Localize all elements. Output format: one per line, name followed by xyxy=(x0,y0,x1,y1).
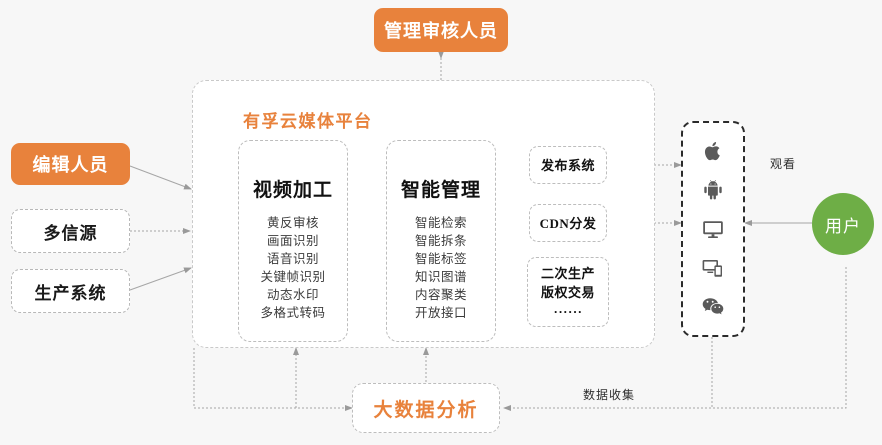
actor-editor-label: 编辑人员 xyxy=(32,155,109,175)
bigdata-analysis-box[interactable]: 大数据分析 xyxy=(352,383,500,433)
actor-reviewer-label: 管理审核人员 xyxy=(384,21,498,41)
panel-item: 智能拆条 xyxy=(414,233,467,248)
panel-video-processing[interactable]: 视频加工 黄反审核 画面识别 语音识别 关键帧识别 动态水印 多格式转码 xyxy=(238,140,348,342)
device-panel xyxy=(681,121,745,337)
actor-reviewer[interactable]: 管理审核人员 xyxy=(374,8,508,52)
actor-editor[interactable]: 编辑人员 xyxy=(11,143,130,185)
edge-label-data-collection: 数据收集 xyxy=(583,388,636,402)
panel-item: 画面识别 xyxy=(266,233,319,248)
panel-item: 黄反审核 xyxy=(266,215,319,230)
panel-item: 语音识别 xyxy=(266,251,319,266)
panel-item: 开放接口 xyxy=(414,305,467,320)
output-box-line: 二次生产 xyxy=(540,265,595,281)
source-box-production-system-label: 生产系统 xyxy=(34,283,107,303)
apple-icon[interactable] xyxy=(700,138,726,164)
panel-intelligent-management[interactable]: 智能管理 智能检索 智能拆条 智能标签 知识图谱 内容聚类 开放接口 xyxy=(386,140,496,342)
output-box-line: CDN分发 xyxy=(539,215,597,231)
output-box-line: ······ xyxy=(553,303,583,319)
user-node-label: 用户 xyxy=(825,216,861,236)
source-box-multi-feed-label: 多信源 xyxy=(43,223,98,243)
panel-intelligent-management-title: 智能管理 xyxy=(400,179,481,201)
desktop-monitor-icon[interactable] xyxy=(700,216,726,242)
panel-item: 关键帧识别 xyxy=(260,269,326,284)
output-box-line: 发布系统 xyxy=(540,157,595,173)
bigdata-analysis-label: 大数据分析 xyxy=(373,399,479,421)
panel-item: 智能标签 xyxy=(414,251,467,266)
source-box-production-system[interactable]: 生产系统 xyxy=(11,269,130,313)
panel-item: 多格式转码 xyxy=(260,305,326,320)
output-box-publishing-system[interactable]: 发布系统 xyxy=(529,146,607,184)
user-node[interactable]: 用户 xyxy=(812,193,874,255)
panel-item: 知识图谱 xyxy=(414,269,467,284)
wechat-icon[interactable] xyxy=(700,294,726,320)
output-box-cdn-distribution[interactable]: CDN分发 xyxy=(529,204,607,242)
panel-item: 内容聚类 xyxy=(414,287,467,302)
edge-label-watch: 观看 xyxy=(770,157,797,171)
source-box-multi-feed[interactable]: 多信源 xyxy=(11,209,130,253)
multi-device-icon[interactable] xyxy=(700,255,726,281)
panel-video-processing-title: 视频加工 xyxy=(252,179,333,201)
panel-item: 动态水印 xyxy=(266,287,319,302)
output-box-secondary-production[interactable]: 二次生产 版权交易 ······ xyxy=(527,257,609,327)
android-icon[interactable] xyxy=(700,177,726,203)
panel-item: 智能检索 xyxy=(414,215,467,230)
platform-title: 有孚云媒体平台 xyxy=(243,112,373,131)
output-box-line: 版权交易 xyxy=(540,284,595,300)
